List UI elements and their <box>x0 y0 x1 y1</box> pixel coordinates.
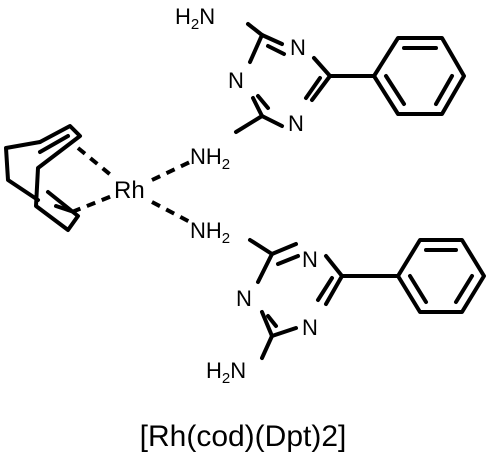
coord-amine-bottom-label: NH2 <box>190 218 230 247</box>
cod-ligand <box>4 124 82 232</box>
bottom-triazine-ring <box>248 238 344 360</box>
top-ring-nitrogen-2: N <box>228 68 244 93</box>
top-ring-nitrogen-1: N <box>290 35 306 60</box>
top-ligand: H2N N N N <box>175 4 466 136</box>
top-phenyl-ring <box>328 36 466 116</box>
compound-caption: [Rh(cod)(Dpt)2] <box>140 420 347 453</box>
coord-amine-top-label: NH2 <box>190 144 230 173</box>
rhodium-label: Rh <box>114 177 145 204</box>
top-triazine-ring <box>234 22 332 134</box>
coordination-bonds <box>71 146 191 224</box>
bottom-ring-nitrogen-3: N <box>302 315 318 340</box>
bottom-ring-nitrogen-2: N <box>236 286 252 311</box>
top-amine-label: H2N <box>175 4 215 33</box>
bottom-ring-nitrogen-1: N <box>302 247 318 272</box>
bottom-amine-label: H2N <box>206 358 246 387</box>
bottom-ligand: N N N H2N <box>206 238 486 387</box>
top-ring-nitrogen-3: N <box>288 111 304 136</box>
bottom-phenyl-ring <box>340 238 486 314</box>
